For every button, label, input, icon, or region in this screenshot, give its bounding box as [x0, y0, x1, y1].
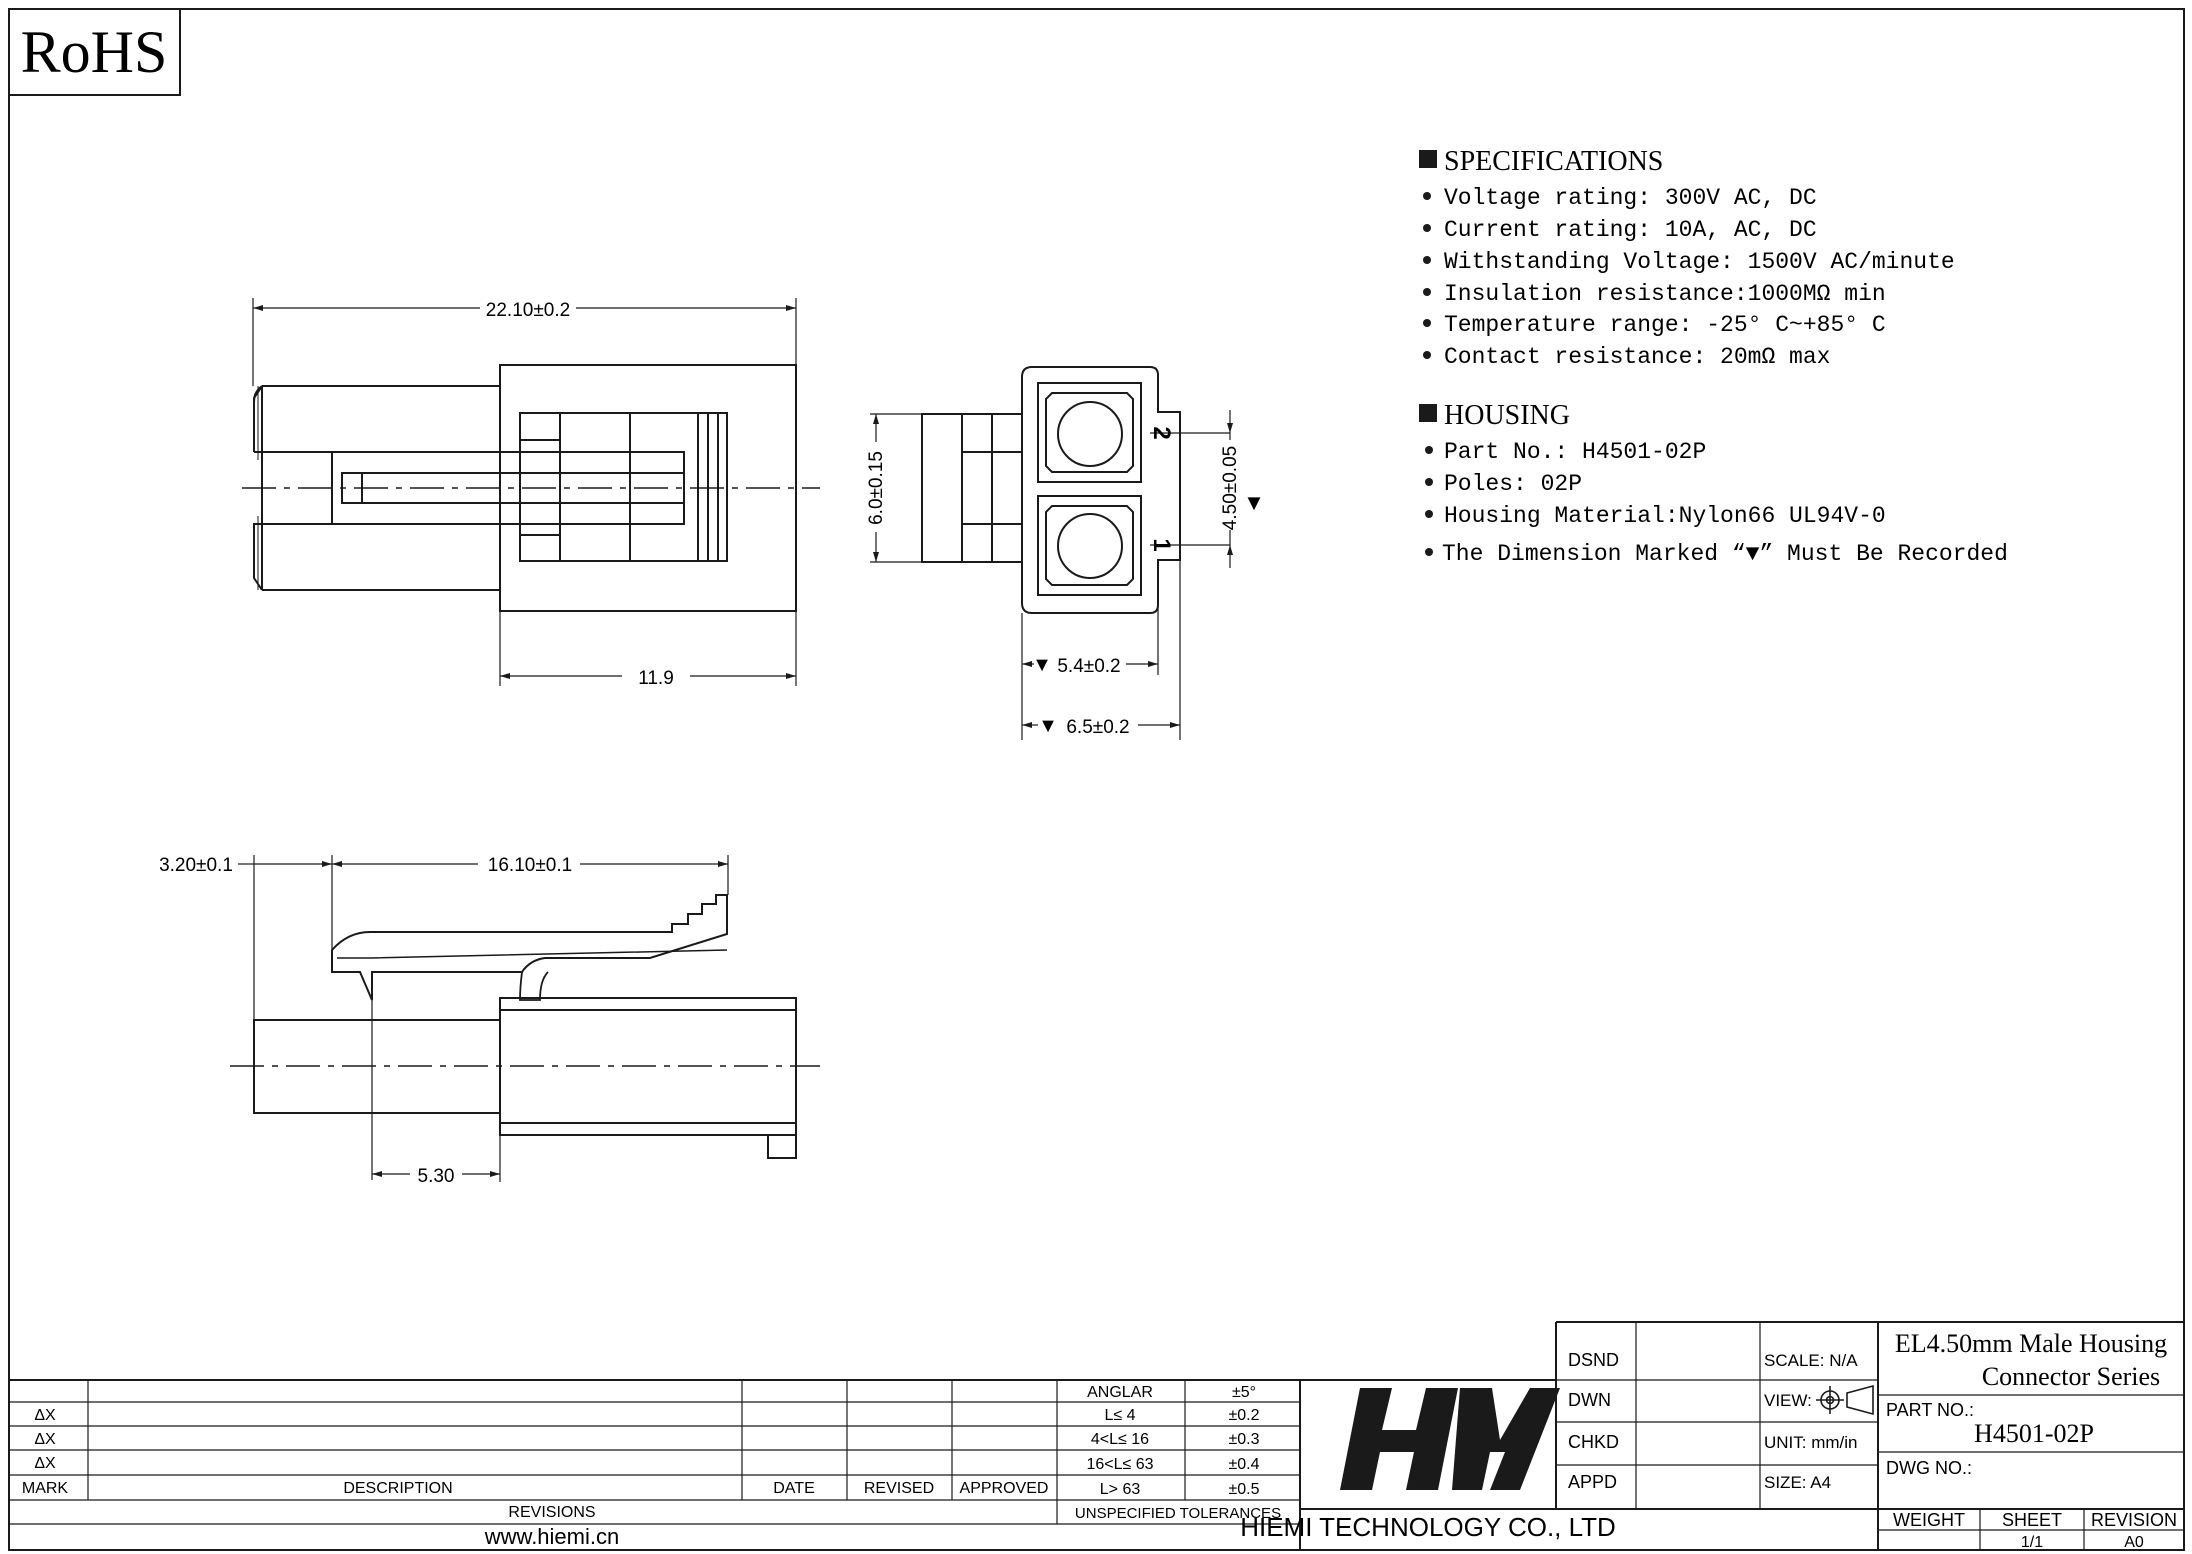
bullet-icon — [1423, 192, 1431, 200]
title-area: EL4.50mm Male Housing Connector Series P… — [1886, 1329, 2167, 1478]
latch-view — [230, 855, 820, 1182]
revision-mark: ΔX — [34, 1455, 56, 1472]
sheet-value: 1/1 — [2021, 1534, 2043, 1551]
tolerance-range: L> 63 — [1100, 1481, 1141, 1498]
bullet-icon — [1425, 510, 1433, 518]
spec-item: Contact resistance: 20mΩ max — [1444, 344, 1830, 370]
revision-label: REVISION — [2091, 1510, 2177, 1530]
company-name: HIEMI TECHNOLOGY CO., LTD — [1240, 1512, 1616, 1542]
tolerance-table: ANGLAR ±5° L≤ 4 ±0.2 4<L≤ 16 ±0.3 16<L≤ … — [1075, 1384, 1281, 1522]
pin-1-label: 1 — [1148, 538, 1175, 551]
dim-latch-offset: 3.20±0.1 — [159, 855, 233, 876]
housing-item: The Dimension Marked “▼” Must Be Recorde… — [1442, 541, 2008, 567]
label-size: SIZE: A4 — [1764, 1473, 1831, 1492]
dim-width-inner-mark: ▼ — [1032, 654, 1052, 676]
tolerance-value: ±0.3 — [1228, 1431, 1259, 1448]
dim-overall-length: 22.10±0.2 — [486, 300, 570, 321]
revision-mark: ΔX — [34, 1407, 56, 1424]
revision-header-revised: REVISED — [864, 1480, 934, 1497]
revision-value: A0 — [2124, 1534, 2144, 1551]
label-view: VIEW: — [1764, 1391, 1812, 1410]
specifications-heading: SPECIFICATIONS — [1444, 146, 1663, 177]
bullet-icon — [1423, 256, 1431, 264]
spec-item: Temperature range: -25° C~+85° C — [1444, 312, 1886, 338]
revision-header-description: DESCRIPTION — [343, 1480, 452, 1497]
revision-mark: ΔX — [34, 1431, 56, 1448]
spec-item: Current rating: 10A, AC, DC — [1444, 217, 1817, 243]
drawing-title-line1: EL4.50mm Male Housing — [1895, 1329, 2167, 1358]
bullet-icon — [1423, 351, 1431, 359]
label-chkd: CHKD — [1568, 1432, 1619, 1452]
tolerance-range: ANGLAR — [1087, 1384, 1153, 1401]
spec-item: Voltage rating: 300V AC, DC — [1444, 185, 1817, 211]
dim-latch-length: 16.10±0.1 — [488, 855, 572, 876]
dim-pin-offset: 5.30 — [418, 1166, 455, 1187]
sheet-label: SHEET — [2002, 1510, 2062, 1530]
bullet-icon — [1425, 446, 1433, 454]
label-appd: APPD — [1568, 1472, 1617, 1492]
part-no-label: PART NO.: — [1886, 1400, 1974, 1420]
pin-2-label: 2 — [1148, 426, 1175, 439]
bullet-icon — [1423, 224, 1431, 232]
label-dwn: DWN — [1568, 1390, 1611, 1410]
revision-header-approved: APPROVED — [960, 1480, 1049, 1497]
revision-header-date: DATE — [773, 1480, 814, 1497]
bullet-icon — [1425, 548, 1433, 556]
dim-width-outer-mark: ▼ — [1038, 715, 1058, 737]
tolerance-caption: UNSPECIFIED TOLERANCES — [1075, 1505, 1281, 1522]
housing-heading: HOUSING — [1444, 400, 1570, 431]
housing-item: Poles: 02P — [1444, 471, 1582, 497]
spec-item: Withstanding Voltage: 1500V AC/minute — [1444, 249, 1955, 275]
title-block-lines — [9, 1321, 2184, 1550]
bullet-icon — [1423, 319, 1431, 327]
spec-list: Voltage rating: 300V AC, DC Current rati… — [1423, 185, 1955, 370]
tolerance-range: L≤ 4 — [1104, 1407, 1135, 1424]
bullet-icon — [1423, 288, 1431, 296]
revision-header-mark: MARK — [22, 1480, 69, 1497]
front-view — [870, 366, 1233, 740]
label-scale: SCALE: N/A — [1764, 1351, 1858, 1370]
dim-width-inner: 5.4±0.2 — [1057, 656, 1120, 677]
housing-item: Housing Material:Nylon66 UL94V-0 — [1444, 503, 1886, 529]
dim-pitch: 4.50±0.05 — [1220, 446, 1241, 530]
website: www.hiemi.cn — [484, 1524, 619, 1549]
revision-marks: ΔX ΔX ΔX MARK DESCRIPTION DATE REVISED A… — [22, 1407, 1049, 1549]
dim-height: 6.0±0.15 — [866, 451, 887, 525]
specifications-block: SPECIFICATIONS Voltage rating: 300V AC, … — [1419, 146, 2008, 567]
specifications-square-icon — [1419, 150, 1437, 168]
part-no-value: H4501-02P — [1974, 1419, 2094, 1448]
tolerance-range: 4<L≤ 16 — [1091, 1431, 1149, 1448]
tolerance-value: ±0.4 — [1228, 1456, 1259, 1473]
tolerance-value: ±5° — [1232, 1384, 1256, 1401]
tolerance-range: 16<L≤ 63 — [1086, 1456, 1153, 1473]
sheet-info: WEIGHT SHEET REVISION 1/1 A0 — [1893, 1510, 2177, 1551]
side-view — [242, 298, 820, 686]
approval-labels: DSND DWN CHKD APPD SCALE: N/A VIEW: UNIT… — [1568, 1350, 1858, 1492]
dwg-no-label: DWG NO.: — [1886, 1458, 1972, 1478]
projection-symbol-icon — [1816, 1384, 1874, 1416]
dim-width-outer: 6.5±0.2 — [1066, 717, 1129, 738]
housing-square-icon — [1419, 404, 1437, 422]
tolerance-value: ±0.5 — [1228, 1481, 1259, 1498]
tolerance-value: ±0.2 — [1228, 1407, 1259, 1424]
rohs-box: RoHS — [8, 8, 181, 96]
drawing-title-line2: Connector Series — [1982, 1362, 2160, 1391]
spec-item: Insulation resistance:1000MΩ min — [1444, 281, 1886, 307]
label-unit: UNIT: mm/in — [1764, 1433, 1858, 1452]
housing-list: Part No.: H4501-02P Poles: 02P Housing M… — [1425, 439, 2008, 567]
pitch-mark: ▼ — [1243, 490, 1265, 515]
bullet-icon — [1425, 478, 1433, 486]
weight-label: WEIGHT — [1893, 1510, 1965, 1530]
label-dsnd: DSND — [1568, 1350, 1619, 1370]
housing-item: Part No.: H4501-02P — [1444, 439, 1706, 465]
rohs-label: RoHS — [21, 19, 168, 85]
revisions-caption: REVISIONS — [508, 1504, 595, 1521]
sheet-border — [8, 8, 2185, 1551]
dim-body-length: 11.9 — [638, 668, 674, 689]
company-logo — [1340, 1388, 1560, 1490]
